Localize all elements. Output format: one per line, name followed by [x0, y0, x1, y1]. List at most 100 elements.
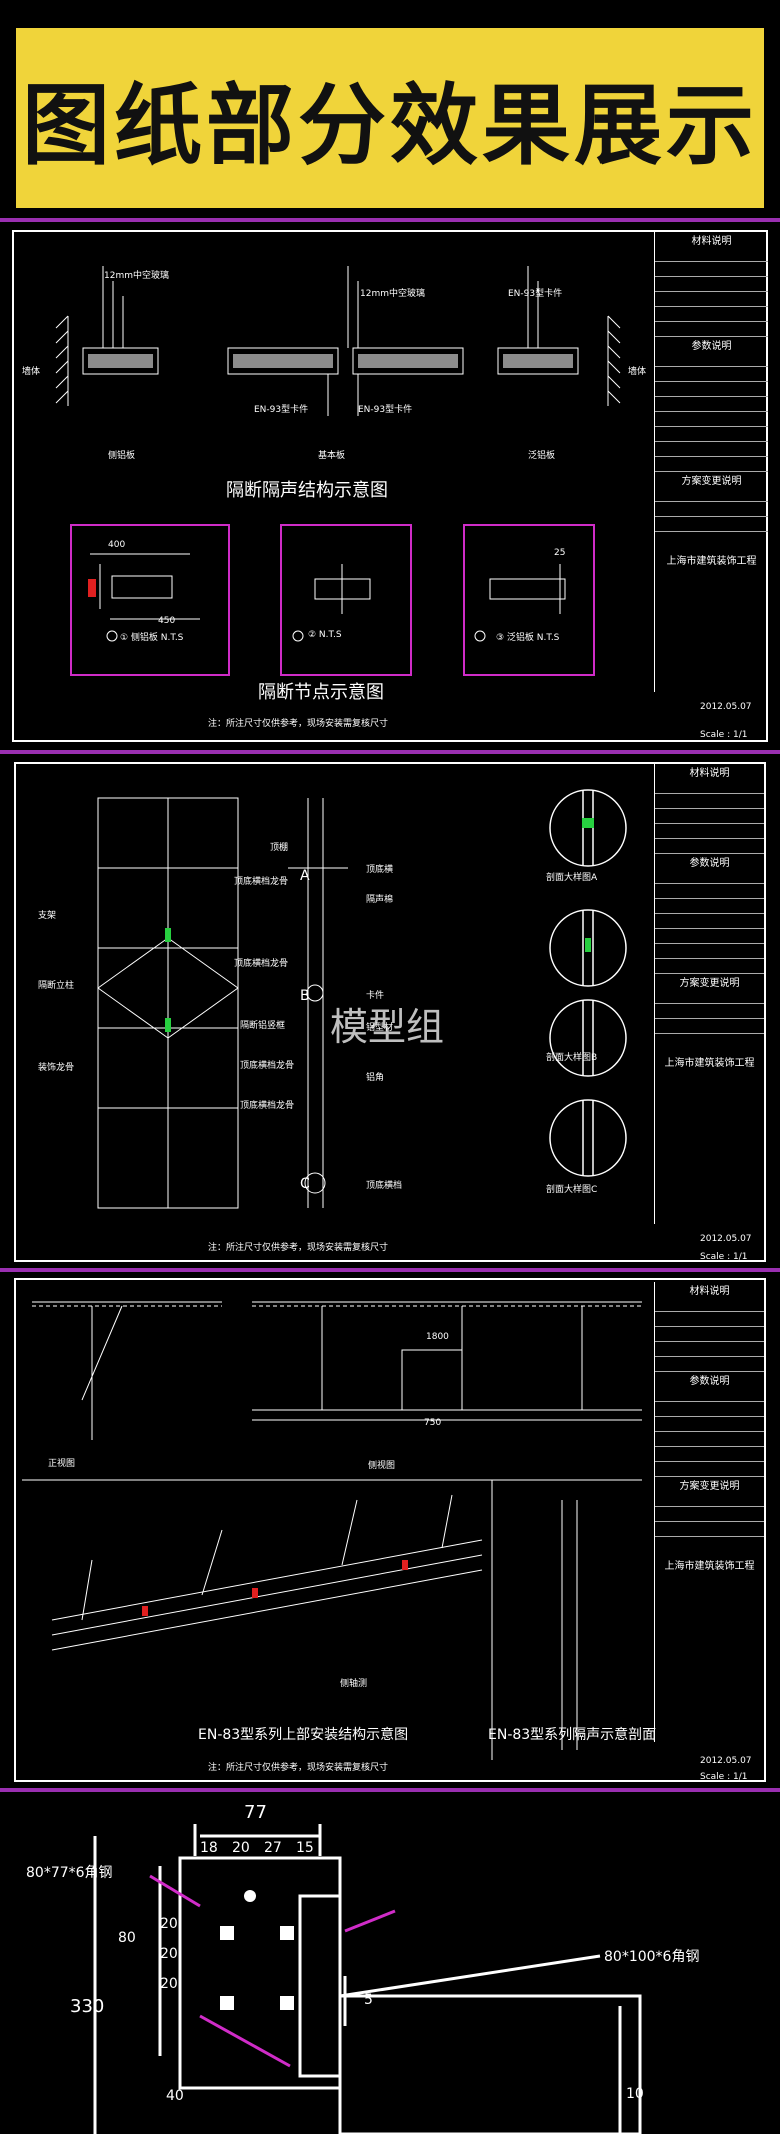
label-e: 顶底横档龙骨: [240, 1101, 295, 1111]
dim-left-3: 20: [160, 1946, 178, 1962]
title-block: 材料说明 参数说明 方案变更说明 上海市建筑装饰工程: [654, 232, 768, 692]
company: 上海市建筑装饰工程: [664, 1561, 755, 1572]
label-c: 隔断铝竖框: [240, 1021, 286, 1031]
label-d: 顶底横档龙骨: [240, 1061, 295, 1071]
dim-mid: 5: [364, 1992, 373, 2008]
dim-450: 450: [158, 616, 176, 626]
table-title: 材料说明: [689, 768, 730, 779]
separator: [0, 218, 780, 222]
vlabel-5: 铝角: [366, 1073, 385, 1083]
table-sub1: 参数说明: [689, 1376, 730, 1387]
separator: [0, 1268, 780, 1272]
label-a: 顶底横档龙骨: [234, 877, 289, 887]
sheet-frame: [14, 762, 766, 1262]
dim-left-1: 80: [118, 1930, 136, 1946]
drawing-sheet-4: 80*77*6角钢 80*100*6角钢 77 18 20 27 15 80 2…: [0, 1796, 780, 2134]
scale: Scale : 1/1: [700, 730, 748, 740]
label-b: 顶底横档龙骨: [234, 959, 289, 969]
separator: [0, 750, 780, 754]
dim-top: 77: [244, 1802, 267, 1823]
node-box-2: [280, 524, 412, 676]
view-persp: 侧轴测: [340, 1679, 368, 1689]
separator: [0, 1788, 780, 1792]
table-sub2: 方案变更说明: [681, 476, 742, 487]
table-sub1: 参数说明: [689, 858, 730, 869]
caption-right: EN-83型系列隔声示意剖面: [488, 1727, 657, 1743]
scale: Scale : 1/1: [700, 1252, 748, 1262]
vlabel-3: 卡件: [366, 991, 385, 1001]
bracket-detail: [93, 1824, 642, 2134]
label-angle-right: 80*100*6角钢: [604, 1949, 700, 1965]
note: 注：所注尺寸仅供参考，现场安装需复核尺寸: [208, 1763, 389, 1773]
wall-left-label: 墙体: [22, 367, 41, 377]
label-center: 基本板: [318, 451, 346, 461]
detail-circles: [549, 789, 627, 1177]
dim-bottom: 40: [166, 2088, 184, 2104]
note: 注：所注尺寸仅供参考，现场安装需复核尺寸: [208, 1243, 389, 1253]
dim-row-4: 15: [296, 1840, 314, 1856]
scale: Scale : 1/1: [700, 1772, 748, 1782]
dim-row-2: 20: [232, 1840, 250, 1856]
vlabel-4: 铝型材: [366, 1023, 394, 1033]
sheet-frame: [14, 1278, 766, 1782]
date: 2012.05.07: [700, 702, 752, 712]
label-right: 泛铝板: [528, 451, 556, 461]
detail-b: 剖面大样图B: [546, 1053, 598, 1063]
callout-3: EN-93型卡件: [254, 405, 309, 415]
structure-title: 隔断隔声结构示意图: [226, 480, 388, 501]
node-box-1: [70, 524, 230, 676]
node-label-1: ① 侧铝板 N.T.S: [120, 633, 184, 643]
letter-b: B: [300, 988, 310, 1004]
callout-4: EN-93型卡件: [358, 405, 413, 415]
nodes-title: 隔断节点示意图: [258, 682, 384, 703]
dim-row-1: 18: [200, 1840, 218, 1856]
banner: 图纸部分效果展示: [0, 0, 780, 218]
date: 2012.05.07: [700, 1756, 752, 1766]
banner-panel: 图纸部分效果展示: [16, 28, 764, 208]
vlabel-2: 隔声棉: [366, 895, 394, 905]
dim-25: 25: [554, 548, 566, 558]
letter-c: C: [300, 1176, 310, 1192]
node-label-3: ③ 泛铝板 N.T.S: [496, 633, 560, 643]
title-block: 材料说明 参数说明 方案变更说明 上海市建筑装饰工程: [654, 764, 764, 1224]
drawing-sheet-1: 12mm中空玻璃 12mm中空玻璃 EN-93型卡件 EN-93型卡件 EN-9…: [8, 226, 772, 746]
view-side: 侧视图: [368, 1461, 396, 1471]
dim-750: 750: [424, 1418, 442, 1428]
callout-5: EN-93型卡件: [508, 289, 563, 299]
sheet-frame: [12, 230, 768, 742]
date: 2012.05.07: [700, 1234, 752, 1244]
title-block: 材料说明 参数说明 方案变更说明 上海市建筑装饰工程: [654, 1282, 764, 1742]
label-g: 装饰龙骨: [38, 1063, 75, 1073]
note: 注：所注尺寸仅供参考，现场安装需复核尺寸: [208, 719, 389, 729]
caption-left: EN-83型系列上部安装结构示意图: [198, 1727, 409, 1743]
table-sub2: 方案变更说明: [679, 978, 740, 989]
drawing-sheet-3: 正视图 侧视图 侧轴测 1800 750 EN-83型系列上部安装结构示意图 E…: [8, 1276, 772, 1786]
letter-a: A: [300, 868, 310, 884]
partition-section-drawing: [55, 266, 621, 416]
dim-400: 400: [108, 540, 126, 550]
view-front: 正视图: [48, 1459, 76, 1469]
node-box-3: [463, 524, 595, 676]
table-title: 材料说明: [689, 1286, 730, 1297]
drawing-sheet-2: 顶底横档龙骨 顶底横档龙骨 隔断铝竖框 顶底横档龙骨 顶底横档龙骨 支架 装饰龙…: [8, 758, 772, 1266]
label-h: 隔断立柱: [38, 981, 75, 991]
callout-1: 12mm中空玻璃: [104, 271, 169, 281]
vlabel-6: 顶底横档: [366, 1181, 403, 1191]
label-left: 侧铝板: [108, 451, 136, 461]
table-sub1: 参数说明: [691, 341, 732, 352]
dim-row-3: 27: [264, 1840, 282, 1856]
installation-drawing: [22, 1301, 642, 1760]
wall-right-label: 墙体: [628, 367, 647, 377]
callout-2: 12mm中空玻璃: [360, 289, 425, 299]
dim-br: 10: [626, 2086, 644, 2102]
label-angle-left: 80*77*6角钢: [26, 1865, 113, 1881]
node-details-drawing: [88, 553, 566, 642]
table-sub2: 方案变更说明: [679, 1481, 740, 1492]
banner-title: 图纸部分效果展示: [21, 73, 758, 177]
watermark: 模型组: [330, 1005, 445, 1049]
dim-left-2: 20: [160, 1916, 178, 1932]
company: 上海市建筑装饰工程: [664, 1058, 755, 1069]
detail-c: 剖面大样图C: [546, 1185, 598, 1195]
dim-left-4: 20: [160, 1976, 178, 1992]
table-title: 材料说明: [691, 236, 732, 247]
